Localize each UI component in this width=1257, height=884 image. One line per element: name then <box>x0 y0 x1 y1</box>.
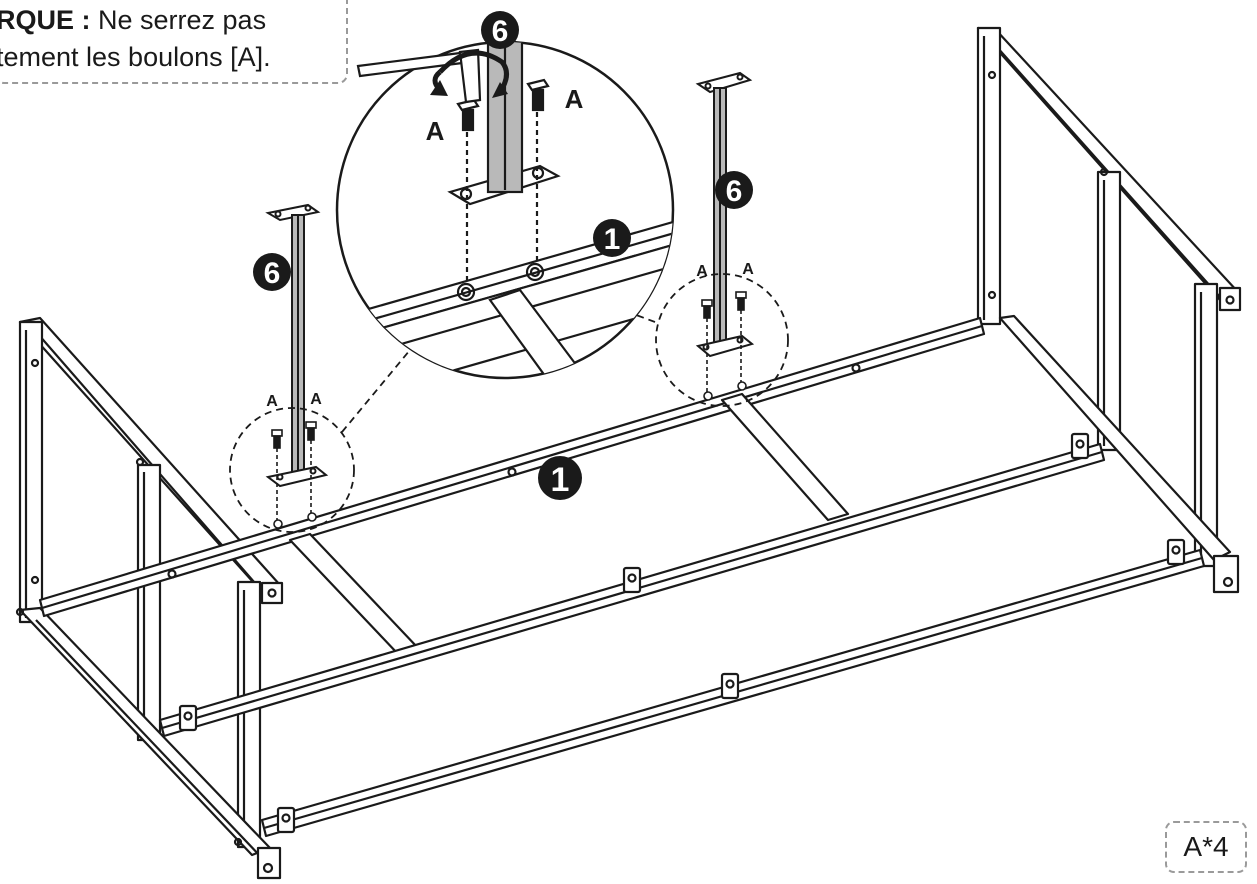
bolt-label-a: A <box>266 393 278 410</box>
bolt-icon <box>735 291 747 299</box>
note-label: RQUE : <box>0 5 91 35</box>
warning-note: RQUE : Ne serrez pas tement les boulons … <box>0 0 348 84</box>
callout-6-left: 6 <box>253 253 291 291</box>
bolt-icon <box>305 421 317 429</box>
table-frame <box>15 26 1242 880</box>
callout-1-main: 1 <box>538 456 582 500</box>
callout-6-right: 6 <box>715 171 753 209</box>
svg-text:6: 6 <box>726 175 743 208</box>
bolt-label-a: A <box>565 84 584 114</box>
left-detail-circle <box>229 407 355 533</box>
svg-text:6: 6 <box>264 257 281 290</box>
note-line-2: tement les boulons [A]. <box>0 42 271 72</box>
note-line-1: RQUE : Ne serrez pas <box>0 2 346 39</box>
left-leg-bolts <box>271 421 317 529</box>
right-end-frame <box>976 26 1242 594</box>
bolt-icon <box>701 299 713 307</box>
right-leg-bolts <box>701 291 747 401</box>
left-end-frame <box>15 316 284 880</box>
bolt-label-a: A <box>742 261 754 278</box>
left-leg <box>265 203 329 488</box>
svg-text:1: 1 <box>551 461 570 499</box>
bolt-label-a: A <box>310 391 322 408</box>
zoom-leaders <box>341 311 656 433</box>
right-leg <box>695 71 755 358</box>
callout-6-zoom: 6 <box>481 11 519 49</box>
callout-1-zoom: 1 <box>593 219 631 257</box>
svg-text:6: 6 <box>492 15 509 48</box>
svg-text:1: 1 <box>604 223 621 256</box>
bolt-label-a: A <box>426 116 445 146</box>
quantity-badge: A*4 <box>1165 821 1247 873</box>
mounting-tabs <box>178 432 1186 834</box>
bolt-icon <box>271 429 283 437</box>
back-top-rail <box>38 316 986 618</box>
zoom-detail <box>335 40 675 380</box>
note-text-1: Ne serrez pas <box>90 5 267 35</box>
right-detail-circle <box>655 273 789 407</box>
rotate-arrow-icon <box>430 50 509 98</box>
bolt-label-a: A <box>696 263 708 280</box>
bolt-icon <box>526 78 550 92</box>
allen-key-icon <box>356 48 482 104</box>
